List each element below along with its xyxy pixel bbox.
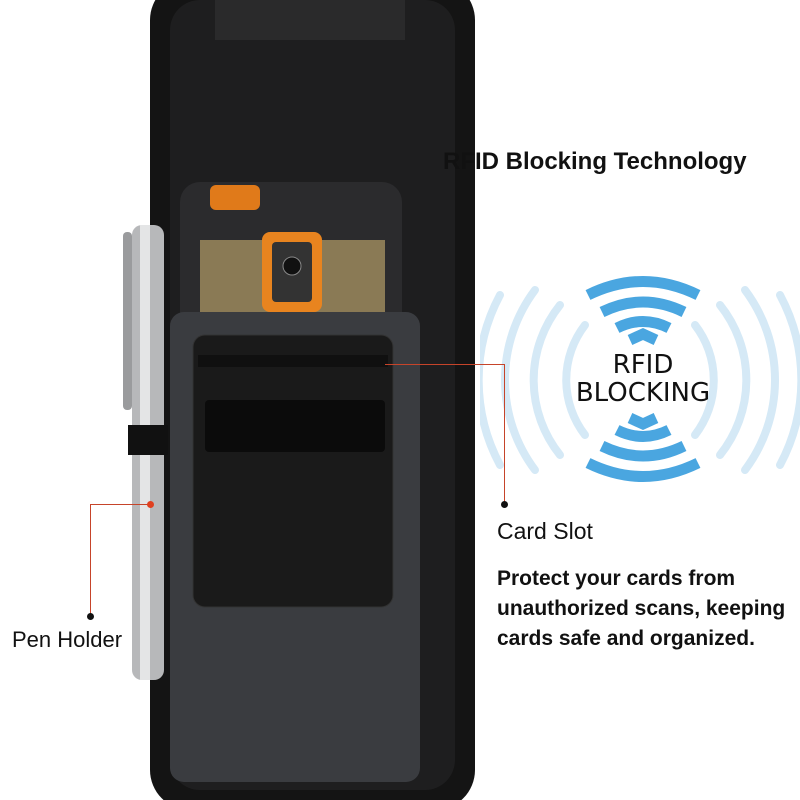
phone xyxy=(180,182,402,342)
pen xyxy=(123,225,168,680)
pen-holder-label: Pen Holder xyxy=(12,627,123,652)
pen-callout-line xyxy=(90,504,150,505)
pen-callout-dot xyxy=(87,613,94,620)
card-slot-callout-line-vertical xyxy=(504,364,505,504)
card-slot-description: Protect your cards from unauthorized sca… xyxy=(497,567,786,650)
badge-line1: RFID xyxy=(613,350,674,380)
rfid-blocking-icon: RFID BLOCKING xyxy=(480,276,800,482)
card-slot-label: Card Slot xyxy=(497,518,593,544)
pen-callout-anchor xyxy=(147,501,154,508)
card-slot-callout-line xyxy=(385,364,505,365)
heading: RFID Blocking Technology xyxy=(443,148,747,175)
badge-line2: BLOCKING xyxy=(576,378,710,408)
card-slot-callout-dot xyxy=(501,501,508,508)
card-slot-flap xyxy=(192,334,394,608)
velcro-strip xyxy=(205,400,385,452)
pen-callout-line-vertical xyxy=(90,504,91,616)
